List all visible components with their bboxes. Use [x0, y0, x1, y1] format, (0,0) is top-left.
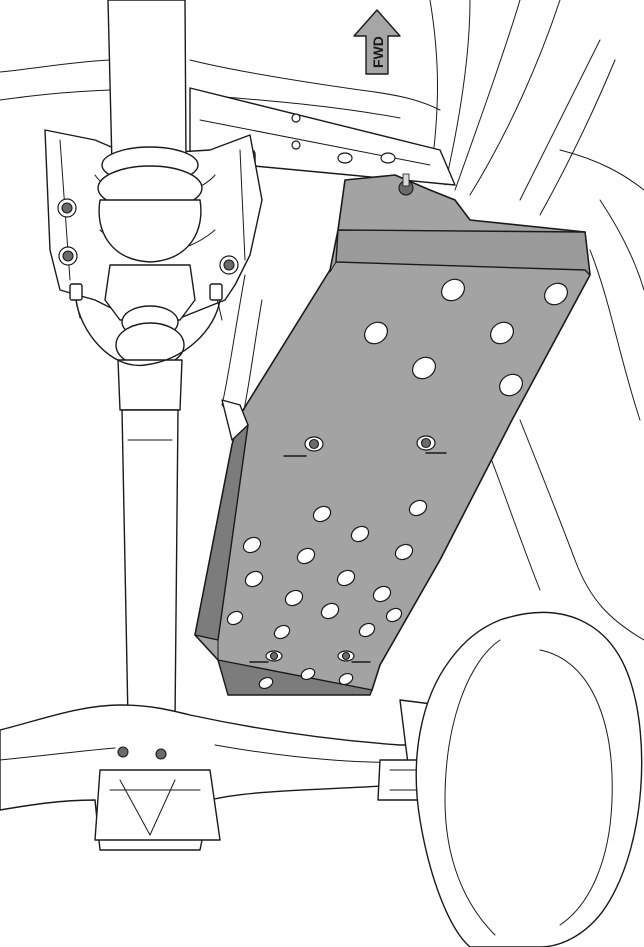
drive-shaft — [97, 0, 203, 761]
fwd-label: FWD — [370, 36, 386, 68]
frame-bolts — [57, 198, 239, 760]
rear-axle — [0, 699, 473, 851]
fwd-arrow-icon: FWD — [353, 9, 401, 75]
frame-rail — [221, 274, 263, 441]
rear-wheel — [415, 611, 643, 947]
breather-hose — [69, 283, 223, 366]
skid-plate-holes — [226, 278, 568, 690]
mounting-bolts — [249, 173, 447, 663]
skid-plate — [194, 173, 591, 696]
